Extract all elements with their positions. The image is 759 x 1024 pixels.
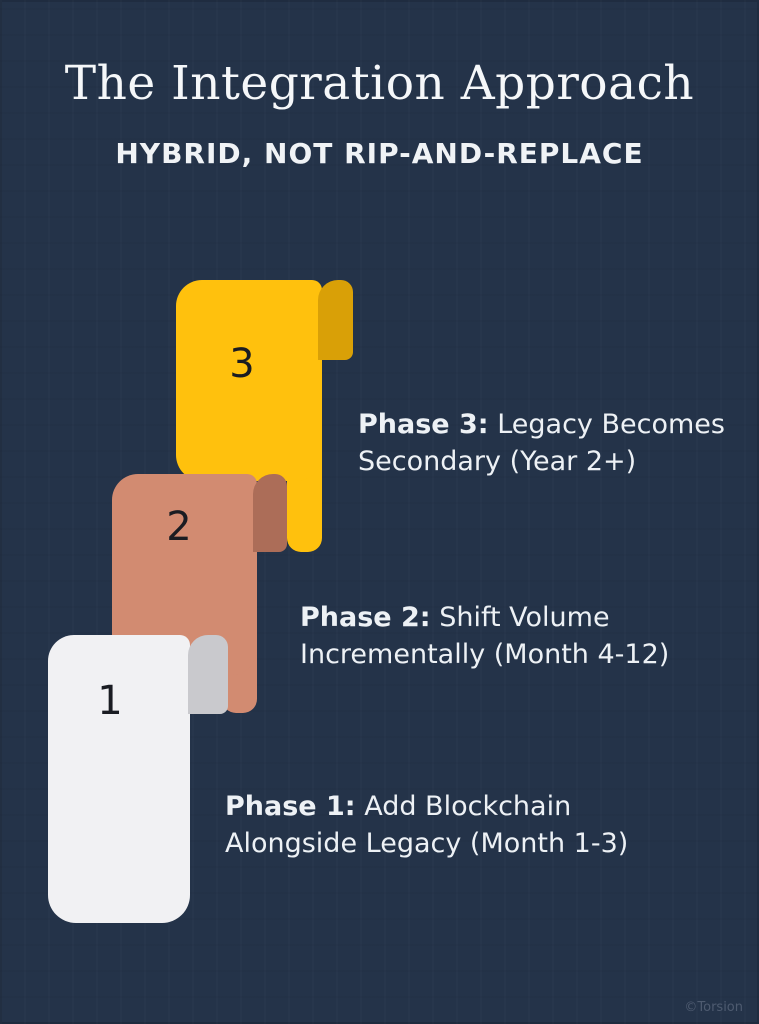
- phase-2-line2: Incrementally (Month 4-12): [300, 639, 670, 670]
- phase-1-line1: Phase 1: Add Blockchain: [225, 791, 572, 822]
- phase-3-line2: Secondary (Year 2+): [358, 446, 637, 477]
- phase-3-line1: Phase 3: Legacy Becomes: [358, 409, 725, 440]
- phase-3-prefix: Phase 3:: [358, 409, 489, 440]
- phase-2-prefix: Phase 2:: [300, 602, 431, 633]
- ribbon-1-body: [48, 635, 190, 923]
- page-subtitle: HYBRID, NOT RIP-AND-REPLACE: [115, 137, 644, 170]
- phase-2-label: Phase 2: Shift Volume Incrementally (Mon…: [300, 599, 669, 673]
- ribbon-3-number: 3: [229, 341, 255, 387]
- page-title: The Integration Approach: [64, 56, 695, 111]
- phase-1-prefix: Phase 1:: [225, 791, 356, 822]
- phase-3-label: Phase 3: Legacy Becomes Secondary (Year …: [358, 406, 725, 480]
- ribbon-3-fold: [318, 280, 353, 360]
- ribbon-1-number: 1: [97, 678, 123, 724]
- ribbon-3-body: [176, 280, 322, 481]
- ribbon-2-number: 2: [166, 504, 192, 550]
- watermark: ©Torsion: [684, 1000, 743, 1015]
- phase-1-line2: Alongside Legacy (Month 1-3): [225, 828, 629, 859]
- ribbon-1-fold: [188, 635, 228, 714]
- phase-1-label: Phase 1: Add Blockchain Alongside Legacy…: [225, 788, 628, 862]
- phase-2-line1: Phase 2: Shift Volume: [300, 602, 610, 633]
- ribbon-2-fold: [253, 474, 287, 552]
